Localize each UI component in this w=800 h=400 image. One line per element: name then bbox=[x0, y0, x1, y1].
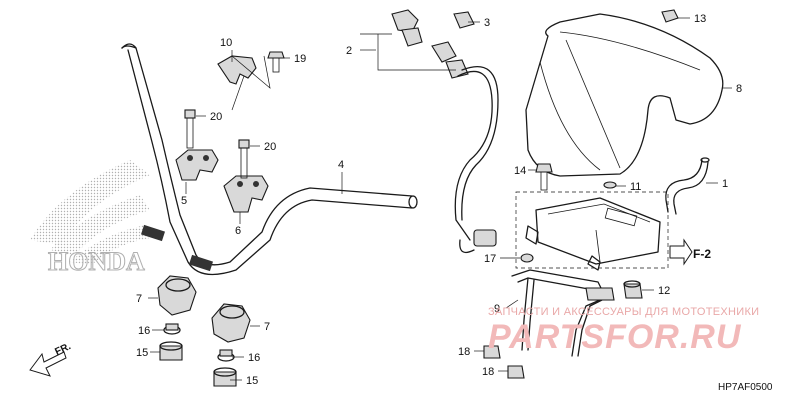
washer-left bbox=[163, 323, 181, 335]
bolt-19 bbox=[267, 51, 285, 73]
callout-16-right: 16 bbox=[248, 352, 260, 364]
watermark-tagline: ЗАПЧАСТИ И АКСЕССУАРЫ ДЛЯ МОТОТЕХНИКИ bbox=[488, 306, 760, 318]
callout-11: 11 bbox=[630, 181, 641, 193]
upper-holder-6 bbox=[223, 175, 269, 213]
callout-20-lower: 20 bbox=[264, 141, 276, 153]
nut-right bbox=[213, 367, 237, 387]
callout-3: 3 bbox=[484, 17, 490, 29]
callout-14: 14 bbox=[514, 165, 526, 177]
callout-labels: 1 2 3 4 5 6 7 7 8 9 10 11 12 13 14 15 15… bbox=[136, 13, 742, 387]
lower-holder-left bbox=[157, 275, 197, 316]
callout-4: 4 bbox=[338, 159, 344, 171]
washer-right bbox=[217, 349, 235, 362]
callout-15-right: 15 bbox=[246, 375, 258, 387]
callout-6: 6 bbox=[235, 225, 241, 237]
drawing-code: HP7AF0500 bbox=[718, 382, 773, 393]
wire-clamp-10 bbox=[217, 55, 257, 111]
callout-7-right: 7 bbox=[264, 321, 270, 333]
rubber-12 bbox=[623, 280, 643, 299]
callout-16-left: 16 bbox=[138, 325, 150, 337]
bolt-20-upper bbox=[184, 109, 196, 149]
callout-20-upper: 20 bbox=[210, 111, 222, 123]
callout-12: 12 bbox=[658, 285, 670, 297]
callout-9: 9 bbox=[494, 303, 500, 315]
nut-18-lower bbox=[507, 365, 525, 379]
handlebar-cover bbox=[525, 13, 724, 177]
bolt-17 bbox=[520, 253, 534, 263]
nut-left bbox=[159, 341, 183, 361]
switch-harness bbox=[391, 9, 499, 254]
bolt-20-lower bbox=[238, 139, 250, 179]
callout-18-upper: 18 bbox=[458, 346, 470, 358]
control-unit-assembly bbox=[515, 191, 669, 271]
callout-18-lower: 18 bbox=[482, 366, 494, 378]
honda-wing-logo: HONDA bbox=[30, 160, 150, 277]
reference-label: F-2 bbox=[693, 247, 711, 261]
callout-17: 17 bbox=[484, 253, 496, 265]
breather-tube bbox=[665, 157, 710, 215]
lower-holder-right bbox=[211, 303, 251, 343]
callout-15-left: 15 bbox=[136, 347, 148, 359]
leader-lines bbox=[148, 17, 732, 381]
watermark-logo: PARTSFOR.RU bbox=[488, 318, 742, 356]
callout-8: 8 bbox=[736, 83, 742, 95]
callout-5: 5 bbox=[181, 195, 187, 207]
honda-wordmark: HONDA bbox=[48, 247, 145, 276]
stay-9 bbox=[511, 269, 615, 357]
clip-13 bbox=[661, 9, 679, 23]
front-direction-arrow bbox=[29, 351, 67, 377]
reference-arrow-f2 bbox=[669, 238, 693, 266]
callout-1: 1 bbox=[722, 178, 728, 190]
callout-7-left: 7 bbox=[136, 293, 142, 305]
callout-2: 2 bbox=[346, 45, 352, 57]
callout-10: 10 bbox=[220, 37, 232, 49]
bolt-14 bbox=[535, 163, 553, 191]
upper-holder-5 bbox=[175, 149, 219, 181]
connector-3 bbox=[453, 11, 475, 29]
handlebar bbox=[121, 43, 418, 276]
callout-19: 19 bbox=[294, 53, 306, 65]
nut-18-upper bbox=[483, 345, 501, 359]
nut-11 bbox=[603, 181, 617, 189]
callout-13: 13 bbox=[694, 13, 706, 25]
